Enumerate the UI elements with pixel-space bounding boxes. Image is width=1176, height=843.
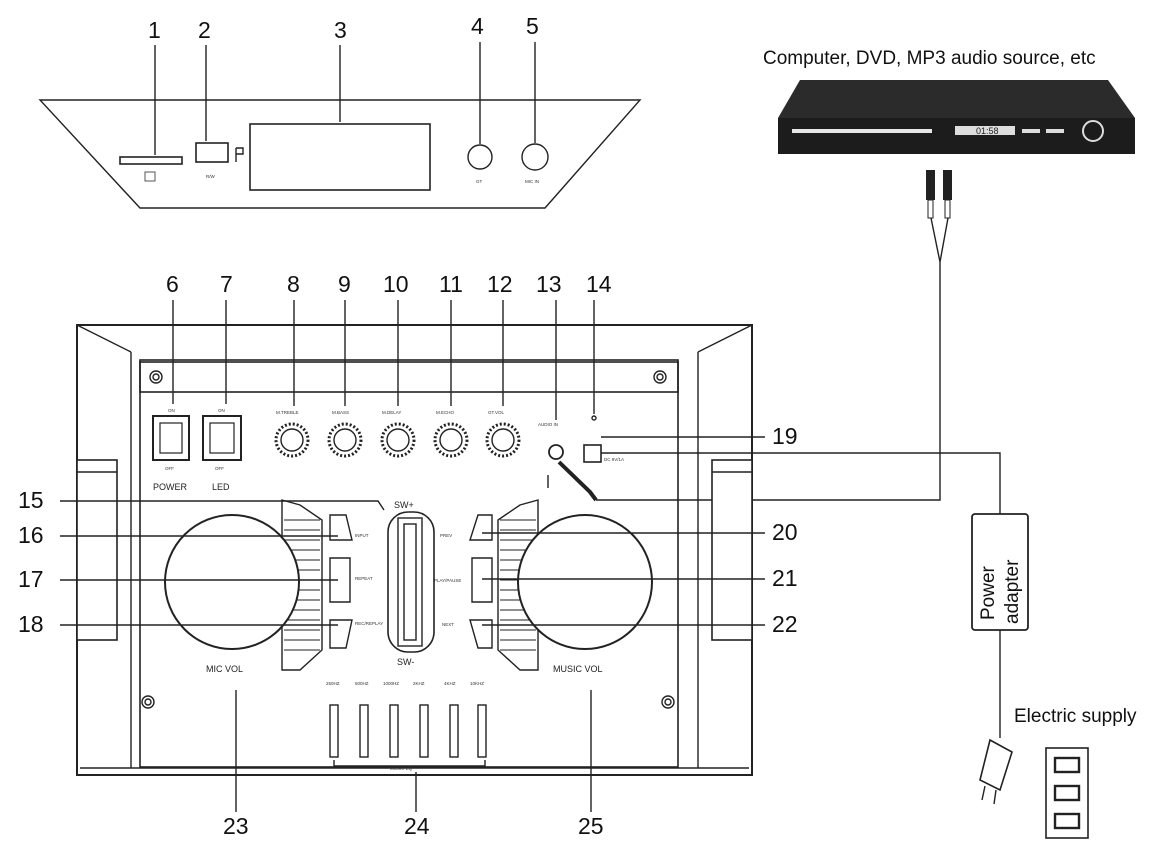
svg-text:10: 10 <box>383 271 409 297</box>
top-panel-callouts: 1 2 3 4 5 <box>148 13 539 155</box>
svg-text:REC/REPLAY: REC/REPLAY <box>355 621 383 626</box>
power-adapter: Power adapter <box>601 452 1029 738</box>
sd-card-icon <box>144 171 156 182</box>
svg-text:GT: GT <box>476 179 483 184</box>
knob-bass: M.BASS <box>327 410 363 458</box>
left-speaker-mic-vol <box>164 514 300 650</box>
audio-in-jack: AUDIO IN <box>538 422 598 502</box>
mic-vol-label: MIC VOL <box>206 664 243 674</box>
knob-treble: M.TREBLE <box>274 410 310 458</box>
svg-text:M.ECHO: M.ECHO <box>436 410 454 415</box>
svg-text:7: 7 <box>220 271 233 297</box>
rca-cable <box>596 170 952 501</box>
svg-text:OFF: OFF <box>215 466 224 471</box>
svg-text:2: 2 <box>198 17 211 43</box>
plug-icon <box>979 738 1013 805</box>
svg-text:24: 24 <box>404 813 430 839</box>
svg-text:Power: Power <box>978 565 999 620</box>
svg-text:10KHZ: 10KHZ <box>470 681 484 686</box>
svg-text:25: 25 <box>578 813 604 839</box>
svg-text:POWER: POWER <box>153 482 188 492</box>
left-button-group: INPUT REPEAT REC/REPLAY <box>329 514 383 649</box>
svg-text:adapter: adapter <box>1002 559 1023 624</box>
svg-text:M.BASS: M.BASS <box>332 410 349 415</box>
svg-text:16: 16 <box>18 522 44 548</box>
svg-text:PREV: PREV <box>440 533 452 538</box>
svg-text:1000HZ: 1000HZ <box>383 681 399 686</box>
svg-text:M.TREBLE: M.TREBLE <box>276 410 299 415</box>
svg-text:MIC IN: MIC IN <box>525 179 539 184</box>
svg-text:17: 17 <box>18 566 44 592</box>
svg-text:500HZ: 500HZ <box>355 681 369 686</box>
svg-text:INPUT: INPUT <box>355 533 369 538</box>
svg-text:18: 18 <box>18 611 44 637</box>
music-vol-label: MUSIC VOL <box>553 664 603 674</box>
mic-input-jack <box>521 143 549 171</box>
svg-text:NEXT: NEXT <box>442 622 454 627</box>
power-switch: ON OFF POWER <box>152 408 190 492</box>
sd-card-slot <box>119 156 183 165</box>
svg-text:19: 19 <box>772 423 798 449</box>
svg-text:11: 11 <box>439 271 463 297</box>
svg-text:15: 15 <box>18 487 44 513</box>
svg-text:250HZ: 250HZ <box>326 681 340 686</box>
svg-text:ON: ON <box>218 408 225 413</box>
knob-echo: M.ECHO <box>433 410 469 458</box>
svg-text:REPEAT: REPEAT <box>355 576 373 581</box>
svg-text:GT.VOL: GT.VOL <box>488 410 505 415</box>
rw-label: R/W <box>206 174 216 179</box>
led-switch: ON OFF LED <box>202 408 242 492</box>
svg-text:MUSIC EQ: MUSIC EQ <box>390 766 413 771</box>
svg-text:OFF: OFF <box>165 466 174 471</box>
svg-text:14: 14 <box>586 271 612 297</box>
right-speaker-music-vol <box>517 514 653 650</box>
svg-text:DC 9V/1A: DC 9V/1A <box>604 457 624 462</box>
svg-text:6: 6 <box>166 271 179 297</box>
svg-text:8: 8 <box>287 271 300 297</box>
svg-text:4KHZ: 4KHZ <box>444 681 456 686</box>
main-panel-callouts: 6 7 8 9 10 11 12 13 14 15 16 17 18 19 20… <box>18 271 798 839</box>
svg-text:13: 13 <box>536 271 562 297</box>
knob-delay: M.DELAY <box>380 410 416 458</box>
audio-source-label: Computer, DVD, MP3 audio source, etc <box>763 48 1096 69</box>
svg-text:9: 9 <box>338 271 351 297</box>
svg-text:1: 1 <box>148 17 161 43</box>
svg-text:5: 5 <box>526 13 539 39</box>
wall-outlet-icon <box>1045 747 1089 839</box>
svg-text:PLAY/PAUSE: PLAY/PAUSE <box>434 578 461 583</box>
svg-text:SW+: SW+ <box>394 500 414 510</box>
usb-icon <box>235 147 244 162</box>
svg-text:LED: LED <box>212 482 230 492</box>
svg-text:AUDIO IN: AUDIO IN <box>538 422 558 427</box>
top-control-panel: R/W GT MIC IN <box>38 99 642 209</box>
music-eq: 250HZ 500HZ 1000HZ 2KHZ 4KHZ 10KHZ MUSIC… <box>326 681 487 771</box>
rear-control-panel <box>76 324 753 776</box>
svg-text:Electric supply: Electric supply <box>1014 706 1137 727</box>
svg-text:2KHZ: 2KHZ <box>413 681 425 686</box>
svg-text:4: 4 <box>471 13 484 39</box>
knob-gt-vol: GT.VOL <box>485 410 521 458</box>
svg-text:01:58: 01:58 <box>976 126 999 136</box>
audio-source-device: Computer, DVD, MP3 audio source, etc 01:… <box>763 48 1135 154</box>
lcd-display <box>249 123 431 191</box>
dc-power-jack: DC 9V/1A <box>583 415 624 463</box>
usb-port <box>195 142 229 163</box>
svg-text:20: 20 <box>772 519 798 545</box>
svg-text:M.DELAY: M.DELAY <box>382 410 401 415</box>
svg-text:23: 23 <box>223 813 249 839</box>
electric-supply: Electric supply <box>979 706 1137 839</box>
svg-text:12: 12 <box>487 271 513 297</box>
svg-text:22: 22 <box>772 611 798 637</box>
svg-text:ON: ON <box>168 408 175 413</box>
svg-text:3: 3 <box>334 17 347 43</box>
guitar-input-jack <box>467 144 493 170</box>
right-button-group: PREV PLAY/PAUSE NEXT <box>434 514 493 649</box>
svg-text:21: 21 <box>772 565 798 591</box>
svg-text:SW-: SW- <box>397 657 414 667</box>
subwoofer-slider: SW+ SW- <box>387 500 435 667</box>
